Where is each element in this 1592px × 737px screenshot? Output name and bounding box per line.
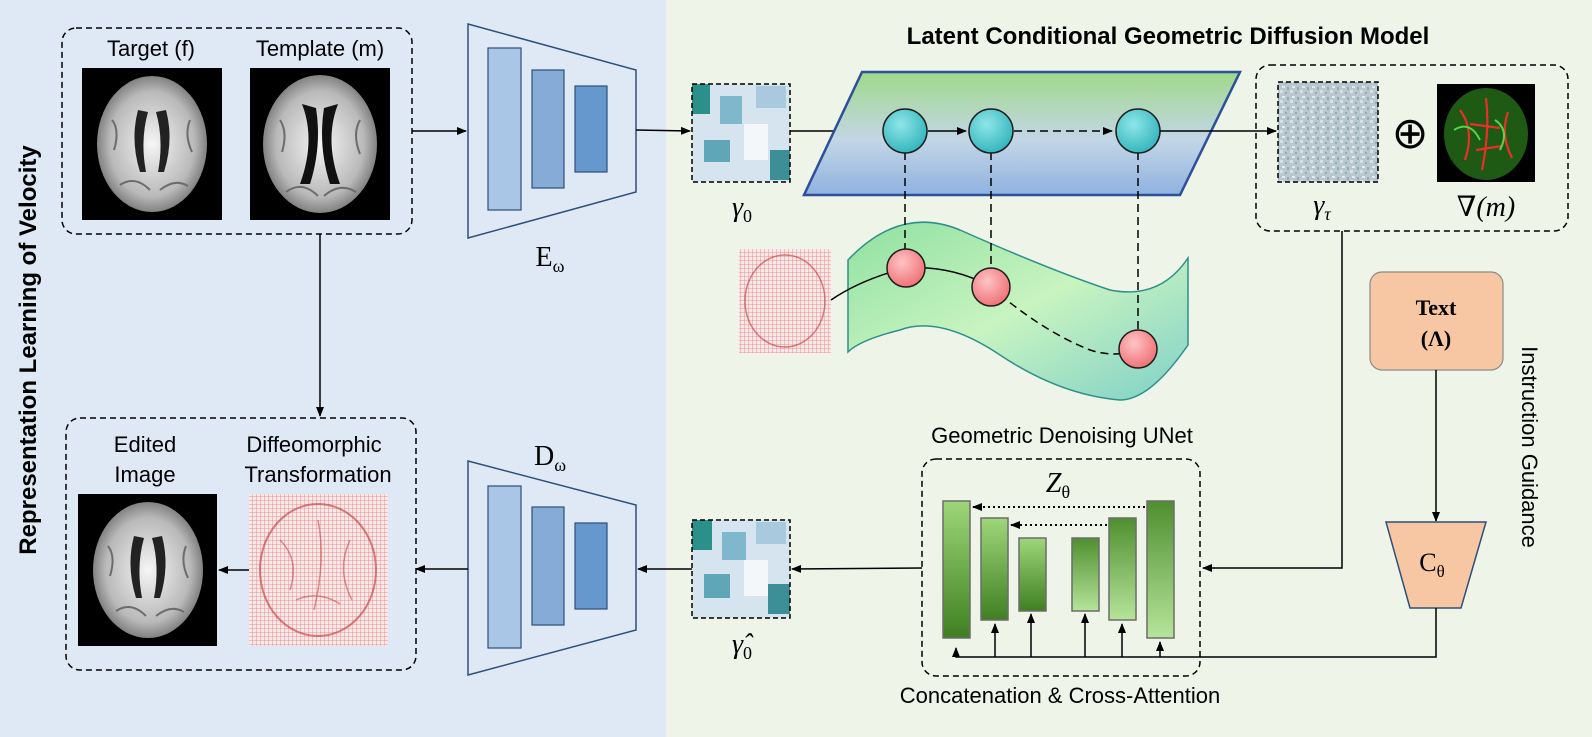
text-condition-box xyxy=(1369,271,1504,371)
unet-block-1 xyxy=(942,500,971,639)
manifold-node-2 xyxy=(971,267,1011,307)
latent-pred-image xyxy=(691,519,791,619)
left-vertical-title: Representation Learning of Velocity xyxy=(15,145,42,555)
diffusion-model-title: Latent Conditional Geometric Diffusion M… xyxy=(907,23,1430,50)
data-manifold-ribbon xyxy=(847,221,1189,401)
decoder xyxy=(467,460,637,676)
manifold-node-1 xyxy=(886,248,926,288)
transform-label-line1: Diffeomorphic xyxy=(246,432,381,457)
target-image xyxy=(82,68,222,220)
template-label: Template (m) xyxy=(256,36,384,61)
deformation-grid-image xyxy=(249,494,388,646)
concat-operator: ⊕ xyxy=(1392,109,1429,158)
text-encoder-label: Cθ xyxy=(1419,548,1445,581)
diffusion-node-3 xyxy=(1115,108,1161,154)
latent-start-label: γ0 xyxy=(732,192,752,226)
noisy-latent-image xyxy=(1277,81,1379,183)
template-image xyxy=(250,68,390,220)
manifold-node-3 xyxy=(1118,329,1158,369)
diffusion-node-2 xyxy=(968,108,1014,154)
encoder-label: Eω xyxy=(536,242,565,276)
transform-label-line2: Transformation xyxy=(244,462,391,487)
unet-block-5 xyxy=(1108,517,1137,621)
text-encoder xyxy=(1385,521,1487,609)
output-box xyxy=(65,417,417,671)
noisy-latent-box xyxy=(1255,64,1569,232)
unet-title: Geometric Denoising UNet xyxy=(931,423,1193,448)
text-encoder-to-unet-line xyxy=(952,608,1437,658)
unet-label: Zθ xyxy=(1046,468,1070,502)
arrow-noisy-to-unet xyxy=(1202,231,1343,572)
noisy-latent-label: γτ xyxy=(1313,190,1331,224)
right-vertical-title: Instruction Guidance xyxy=(1517,346,1542,548)
unet-block-2 xyxy=(980,517,1009,621)
gradient-image xyxy=(1437,84,1535,182)
arrow-unet-to-latent xyxy=(791,564,923,573)
diffusion-plane xyxy=(802,70,1243,197)
edited-label-line2: Image xyxy=(114,462,175,487)
latent-start-image xyxy=(691,83,791,183)
unet-box xyxy=(921,458,1201,677)
unet-block-6 xyxy=(1146,500,1175,639)
text-condition-line2: (Λ) xyxy=(1421,326,1451,351)
text-condition-line1: Text xyxy=(1416,295,1457,320)
edited-label-line1: Edited xyxy=(114,432,176,457)
decoder-label: Dω xyxy=(534,441,566,475)
unet-block-3 xyxy=(1018,537,1047,612)
edited-image xyxy=(78,494,217,646)
target-label: Target (f) xyxy=(107,36,195,61)
unet-block-4 xyxy=(1071,537,1100,612)
unet-caption: Concatenation & Cross-Attention xyxy=(900,683,1220,708)
diffusion-node-1 xyxy=(882,108,928,154)
deformation-grid-small xyxy=(739,249,831,353)
encoder xyxy=(467,23,637,239)
arrow-encoder-to-latent xyxy=(635,126,691,135)
gradient-label: ∇(m) xyxy=(1457,192,1515,223)
